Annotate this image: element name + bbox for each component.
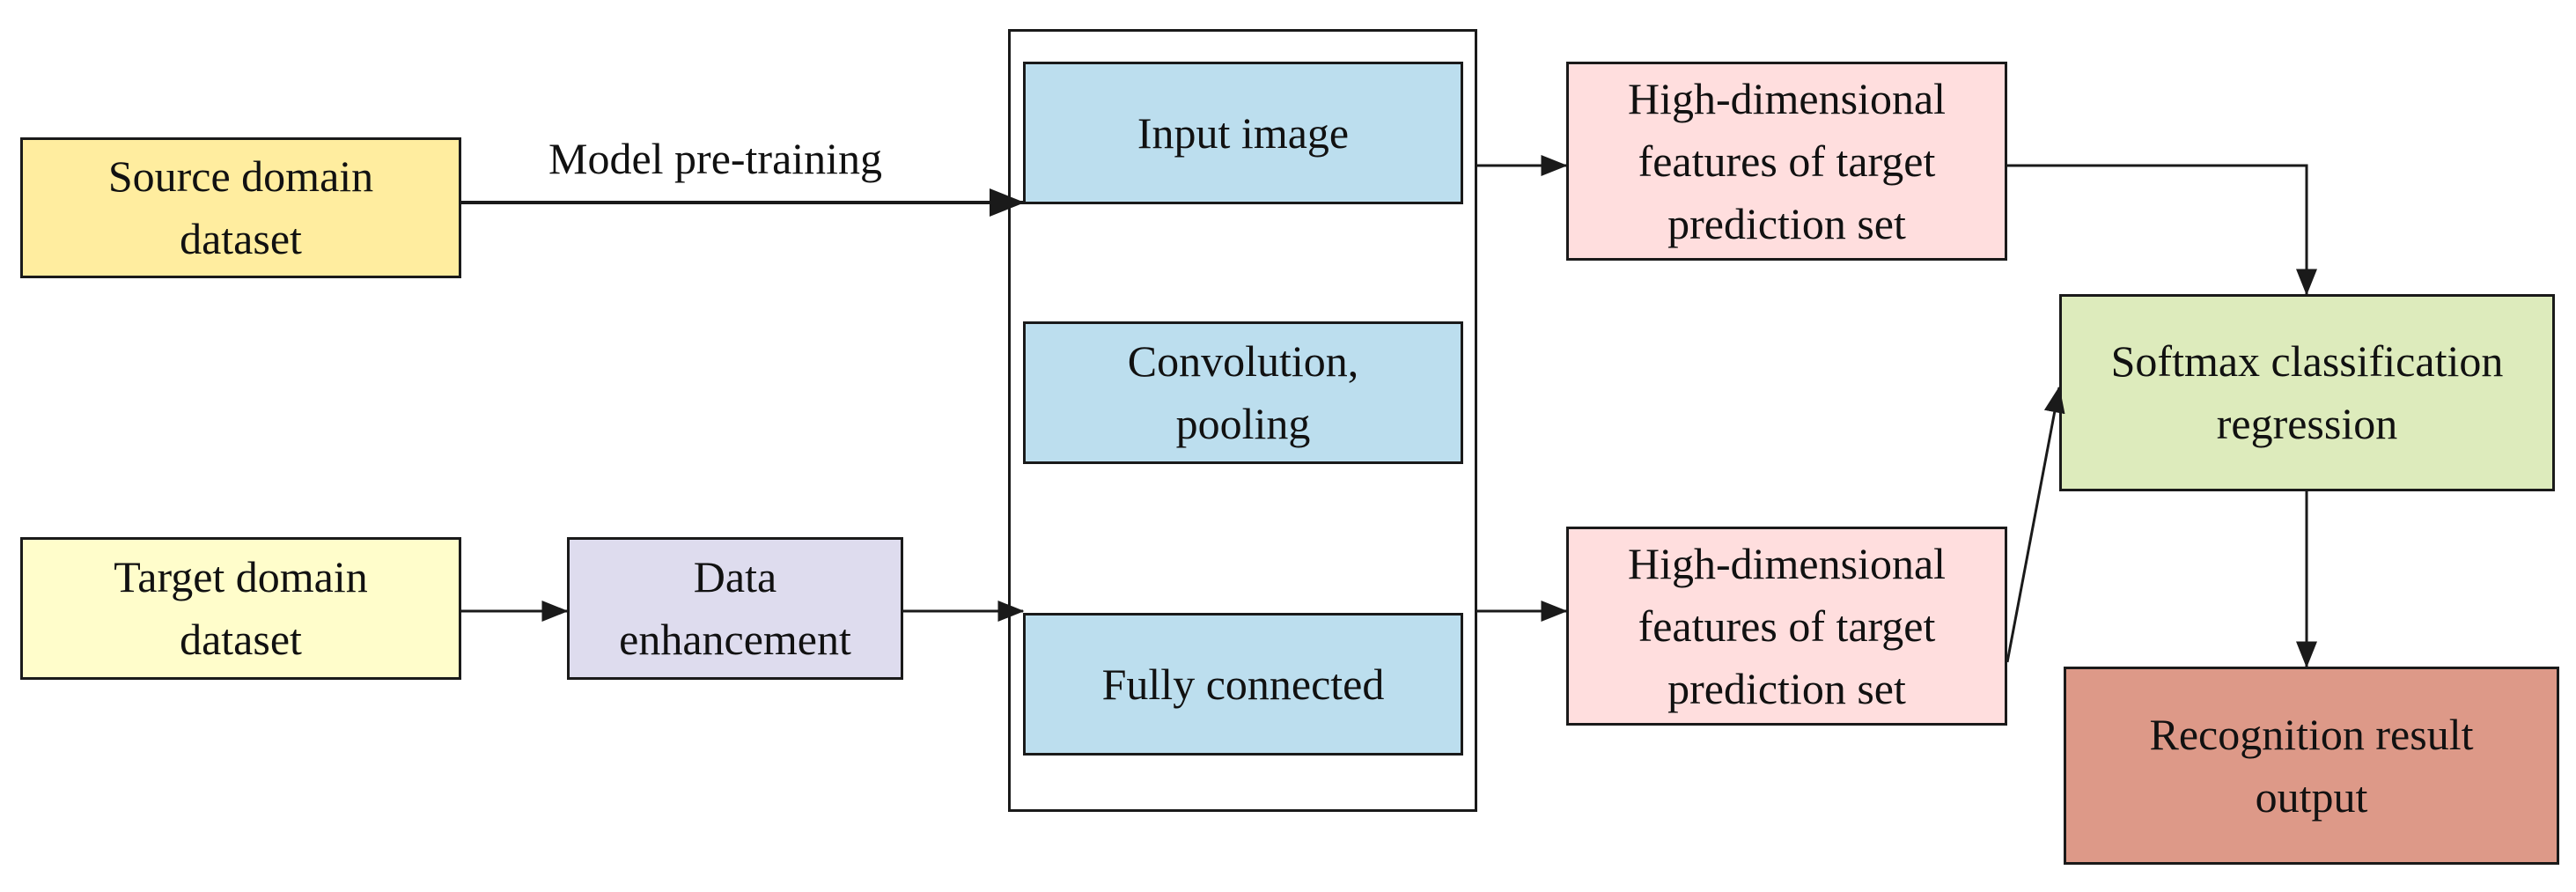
fully-connected-node: Fully connected bbox=[1023, 613, 1463, 756]
high-dimensional-features-bottom-node: High-dimensional features of target pred… bbox=[1566, 527, 2007, 726]
softmax-classification-regression-node: Softmax classification regression bbox=[2059, 294, 2555, 491]
cnn-container bbox=[1008, 29, 1477, 812]
target-domain-dataset-node: Target domain dataset bbox=[20, 537, 461, 680]
model-pretraining-edge-label: Model pre-training bbox=[548, 134, 883, 183]
input-image-node: Input image bbox=[1023, 62, 1463, 204]
source-domain-dataset-node: Source domain dataset bbox=[20, 137, 461, 278]
data-enhancement-node: Data enhancement bbox=[567, 537, 903, 680]
recognition-result-output-node: Recognition result output bbox=[2064, 667, 2559, 865]
high-dimensional-features-top-node: High-dimensional features of target pred… bbox=[1566, 62, 2007, 261]
arrow-features-top-to-softmax bbox=[2007, 164, 2317, 296]
arrow-features-bottom-to-softmax bbox=[2006, 386, 2065, 663]
convolution-pooling-node: Convolution, pooling bbox=[1023, 321, 1463, 464]
